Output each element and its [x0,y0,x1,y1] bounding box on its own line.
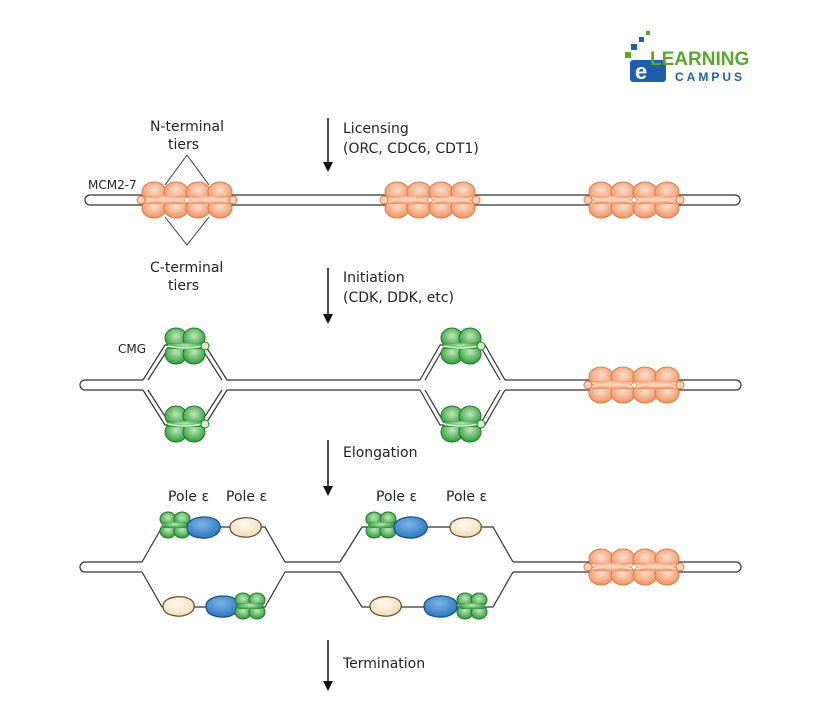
elongation-title: Elongation [343,445,417,461]
licensing-title: Licensing [343,121,409,137]
e-learning-campus-logo: e LEARNING CAMPUS [625,31,749,84]
cmg-helicase-1 [165,328,205,364]
termination-title: Termination [342,656,425,672]
initiation-subtitle: (CDK, DDK, etc) [343,290,454,306]
polymerase-cream-1 [230,518,261,537]
polymerase-cream-4 [370,597,401,616]
cmg-elongation-3 [366,512,396,538]
cmg-helicase-4 [441,406,481,442]
polymerase-blue-1 [187,517,220,538]
polymerase-cream-2 [163,597,194,616]
c-terminal-line2: tiers [168,278,199,294]
cmg-helicase-2 [165,406,205,442]
cmg-label: CMG [118,342,146,356]
logo-line2: CAMPUS [675,70,745,84]
logo-line1: LEARNING [650,49,749,70]
stage-licensing-arrow [323,118,333,172]
n-terminal-line1: N-terminal [150,119,224,135]
c-terminal-line1: C-terminal [150,260,223,276]
n-terminal-label: N-terminal tiers [150,119,224,185]
polymerase-blue-4 [424,596,457,617]
mcm-double-hexamer-5 [584,549,684,585]
c-terminal-label: C-terminal tiers [150,217,223,294]
cmg-elongation-2 [235,593,265,619]
pole-label-1: Pole ε [168,489,209,505]
stage-termination-arrow [323,640,333,691]
n-terminal-line2: tiers [168,137,199,153]
pole-label-4: Pole ε [446,489,487,505]
svg-text:e: e [635,59,647,84]
polymerase-blue-2 [206,596,239,617]
polymerase-blue-3 [394,517,427,538]
stage-initiation-arrow [323,268,333,324]
polymerase-cream-3 [450,518,481,537]
licensing-subtitle: (ORC, CDC6, CDT1) [343,141,479,157]
cmg-elongation-4 [457,593,487,619]
stage-elongation-arrow [323,440,333,496]
mcm-label: MCM2-7 [88,178,137,192]
pole-label-3: Pole ε [376,489,417,505]
mcm-double-hexamer-4 [584,367,684,403]
pole-label-2: Pole ε [226,489,267,505]
cmg-elongation-1 [160,512,190,538]
cmg-helicase-3 [441,328,481,364]
initiation-title: Initiation [343,270,405,286]
